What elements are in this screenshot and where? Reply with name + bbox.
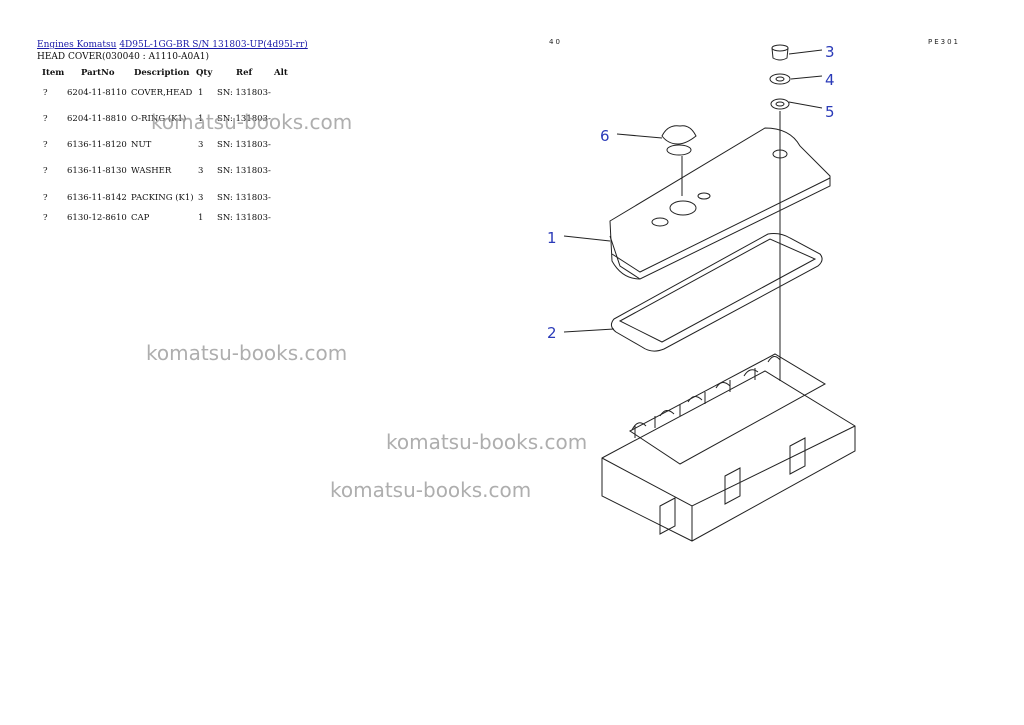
row-6-item: ?: [43, 213, 48, 223]
row-5-item: ?: [43, 193, 48, 203]
callout-2: 2: [547, 324, 557, 342]
packing-part: [770, 98, 790, 110]
exploded-parts-drawing: 3 4 5 6 1 2: [547, 43, 856, 542]
section-title: HEAD COVER(030040 : A1110-A0A1): [37, 52, 209, 62]
oil-filler-cap-part: [661, 125, 697, 156]
row-6-description: CAP: [131, 213, 150, 223]
row-1-qty: 1: [198, 88, 204, 98]
row-2-ref: SN: 131803-: [217, 114, 271, 124]
row-6-ref: SN: 131803-: [217, 213, 271, 223]
watermark: komatsu-books.com: [151, 110, 353, 134]
row-4-partno: 6136-11-8130: [67, 166, 127, 176]
callout-3: 3: [825, 43, 835, 61]
row-3-qty: 3: [198, 140, 204, 150]
watermark: komatsu-books.com: [146, 341, 348, 365]
callout-1: 1: [547, 229, 557, 247]
row-4-description: WASHER: [131, 166, 172, 176]
row-4-qty: 3: [198, 166, 204, 176]
cylinder-head-part: [601, 353, 856, 542]
watermark: komatsu-books.com: [330, 478, 532, 502]
col-header-item: Item: [42, 68, 65, 78]
row-1-partno: 6204-11-8110: [67, 88, 127, 98]
page-mark-left: 40: [549, 38, 562, 46]
row-1-ref: SN: 131803-: [217, 88, 271, 98]
row-3-partno: 6136-11-8120: [67, 140, 127, 150]
washer-part: [769, 73, 791, 85]
row-5-description: PACKING (K1): [131, 193, 194, 203]
row-5-ref: SN: 131803-: [217, 193, 271, 203]
breadcrumb: Engines Komatsu 4D95L-1GG-BR S/N 131803-…: [37, 40, 308, 51]
row-2-item: ?: [43, 114, 48, 124]
breadcrumb-link-engines[interactable]: Engines Komatsu: [37, 40, 117, 50]
col-header-alt: Alt: [274, 68, 288, 78]
col-header-qty: Qty: [196, 68, 213, 78]
row-5-partno: 6136-11-8142: [67, 193, 127, 203]
row-1-description: COVER,HEAD: [131, 88, 193, 98]
row-3-item: ?: [43, 140, 48, 150]
callout-6: 6: [600, 127, 610, 145]
callout-5: 5: [825, 103, 835, 121]
gasket-part: [610, 233, 823, 352]
row-2-qty: 1: [198, 114, 204, 124]
row-3-ref: SN: 131803-: [217, 140, 271, 150]
row-6-qty: 1: [198, 213, 204, 223]
col-header-ref: Ref: [236, 68, 253, 78]
row-6-partno: 6130-12-8610: [67, 213, 127, 223]
head-cover-part: [609, 127, 831, 280]
row-3-description: NUT: [131, 140, 152, 150]
callout-4: 4: [825, 71, 835, 89]
row-4-item: ?: [43, 166, 48, 176]
breadcrumb-link-model[interactable]: 4D95L-1GG-BR S/N 131803-UP(4d95l-rr): [119, 40, 308, 50]
row-4-ref: SN: 131803-: [217, 166, 271, 176]
row-2-description: O-RING (K1): [131, 114, 187, 124]
watermark: komatsu-books.com: [386, 430, 588, 454]
row-2-partno: 6204-11-8810: [67, 114, 127, 124]
row-1-item: ?: [43, 88, 48, 98]
cap-part: [771, 44, 789, 61]
page-mark-right: PE301: [928, 38, 961, 46]
col-header-description: Description: [134, 68, 190, 78]
row-5-qty: 3: [198, 193, 204, 203]
col-header-partno: PartNo: [81, 68, 115, 78]
